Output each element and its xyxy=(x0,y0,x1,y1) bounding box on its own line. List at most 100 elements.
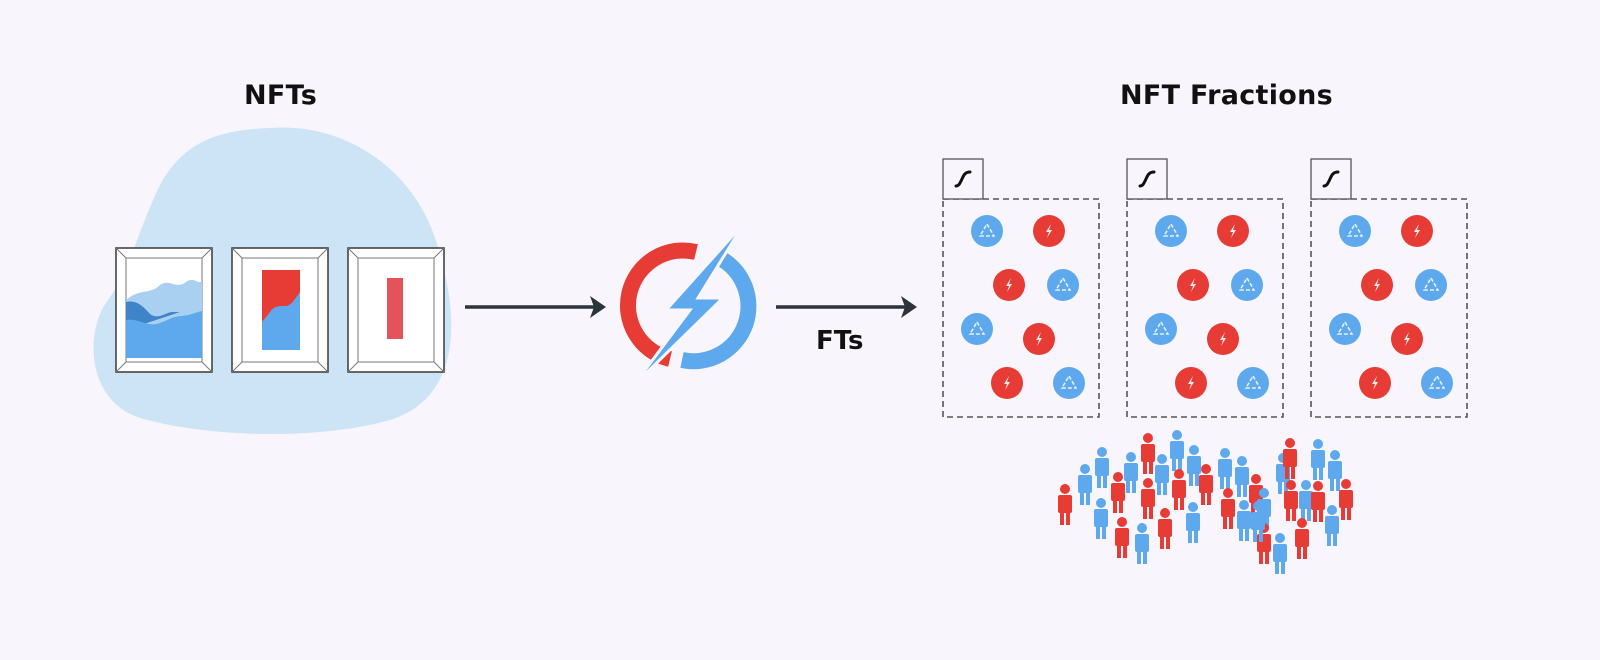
person-icon-red xyxy=(1283,438,1297,479)
red-token xyxy=(1359,367,1391,399)
person-icon-red xyxy=(1141,433,1155,474)
blue-token xyxy=(1329,313,1361,345)
person-icon-red xyxy=(1115,517,1129,558)
red-token xyxy=(1175,367,1207,399)
person-icon-red xyxy=(1311,481,1325,522)
bolt-icon xyxy=(1230,224,1236,238)
fts-edge-label: FTs xyxy=(816,326,864,356)
bolt-icon xyxy=(1374,278,1380,292)
person-icon-red xyxy=(1199,464,1213,505)
recycle-icon xyxy=(1336,320,1354,335)
red-token xyxy=(993,269,1025,301)
blue-token xyxy=(1145,313,1177,345)
person-icon-blue xyxy=(1095,447,1109,488)
person-icon-blue xyxy=(1299,480,1313,521)
red-token xyxy=(1207,323,1239,355)
blue-token xyxy=(1053,367,1085,399)
person-icon-blue xyxy=(1078,464,1092,505)
person-icon-blue xyxy=(1251,501,1265,542)
red-token xyxy=(991,367,1023,399)
fraction-box xyxy=(1310,158,1468,418)
ethereum-s-icon xyxy=(942,158,984,200)
lightning-bolt xyxy=(631,220,747,388)
nft-artworks xyxy=(115,247,445,373)
red-token xyxy=(1177,269,1209,301)
person-icon-blue xyxy=(1328,450,1342,491)
person-icon-red xyxy=(1295,518,1309,559)
red-token xyxy=(1033,215,1065,247)
person-icon-blue xyxy=(1170,430,1184,471)
person-icon-blue xyxy=(1235,456,1249,497)
person-icon-blue xyxy=(1124,452,1138,493)
recycle-icon xyxy=(1152,320,1170,335)
person-icon-red xyxy=(1221,488,1235,529)
bolt-icon xyxy=(1046,224,1052,238)
red-token xyxy=(1361,269,1393,301)
bolt-icon xyxy=(1220,332,1226,346)
lightning-power-icon xyxy=(619,220,757,388)
power-ring-red xyxy=(619,242,698,367)
fraction-boxes xyxy=(942,158,1468,418)
person-icon-red xyxy=(1111,472,1125,513)
recycle-icon xyxy=(968,320,986,335)
bolt-icon xyxy=(1404,332,1410,346)
fraction-box-border xyxy=(1126,198,1284,418)
red-token xyxy=(1217,215,1249,247)
recycle-icon xyxy=(1428,374,1446,389)
token-holder-crowd xyxy=(1058,430,1353,574)
recycle-icon xyxy=(1244,374,1262,389)
recycle-icon xyxy=(1060,374,1078,389)
blue-token xyxy=(1415,269,1447,301)
nft-fractions-title: NFT Fractions xyxy=(1120,80,1334,111)
person-icon-blue xyxy=(1186,502,1200,543)
person-icon-red xyxy=(1058,484,1072,525)
blue-token xyxy=(1339,215,1371,247)
person-icon-red xyxy=(1141,478,1155,519)
blue-token xyxy=(971,215,1003,247)
nfts-title: NFTs xyxy=(244,80,318,111)
red-token xyxy=(1023,323,1055,355)
blue-token xyxy=(1155,215,1187,247)
recycle-icon xyxy=(1346,222,1364,237)
person-icon-red xyxy=(1339,479,1353,520)
blue-token xyxy=(1421,367,1453,399)
person-icon-blue xyxy=(1237,500,1251,541)
bolt-icon xyxy=(1190,278,1196,292)
recycle-icon xyxy=(1422,276,1440,291)
bolt-icon xyxy=(1036,332,1042,346)
person-icon-blue xyxy=(1273,533,1287,574)
nft-frame-landscape xyxy=(115,247,213,373)
recycle-icon xyxy=(978,222,996,237)
bolt-icon xyxy=(1006,278,1012,292)
ethereum-s-icon xyxy=(1126,158,1168,200)
fraction-box-border xyxy=(1310,198,1468,418)
blue-token xyxy=(1231,269,1263,301)
fraction-box xyxy=(1126,158,1284,418)
bolt-icon xyxy=(1372,376,1378,390)
person-icon-blue xyxy=(1218,448,1232,489)
power-ring-blue xyxy=(680,249,757,370)
bolt-icon xyxy=(1004,376,1010,390)
nft-frame-red-bar xyxy=(347,247,445,373)
red-token xyxy=(1391,323,1423,355)
blue-token xyxy=(1237,367,1269,399)
red-token xyxy=(1401,215,1433,247)
blue-token xyxy=(1047,269,1079,301)
person-icon-red xyxy=(1172,469,1186,510)
fraction-box xyxy=(942,158,1100,418)
arrow-nfts-to-fractionalizer xyxy=(465,296,606,318)
recycle-icon xyxy=(1054,276,1072,291)
arrow-fractionalizer-to-fractions xyxy=(776,296,917,318)
person-icon-blue xyxy=(1325,505,1339,546)
bolt-icon xyxy=(1414,224,1420,238)
person-icon-blue xyxy=(1187,445,1201,486)
recycle-icon xyxy=(1238,276,1256,291)
blue-token xyxy=(961,313,993,345)
person-icon-blue xyxy=(1155,454,1169,495)
person-icon-blue xyxy=(1311,439,1325,480)
person-icon-red xyxy=(1284,480,1298,521)
person-icon-blue xyxy=(1094,498,1108,539)
person-icon-blue xyxy=(1135,523,1149,564)
person-icon-red xyxy=(1158,508,1172,549)
